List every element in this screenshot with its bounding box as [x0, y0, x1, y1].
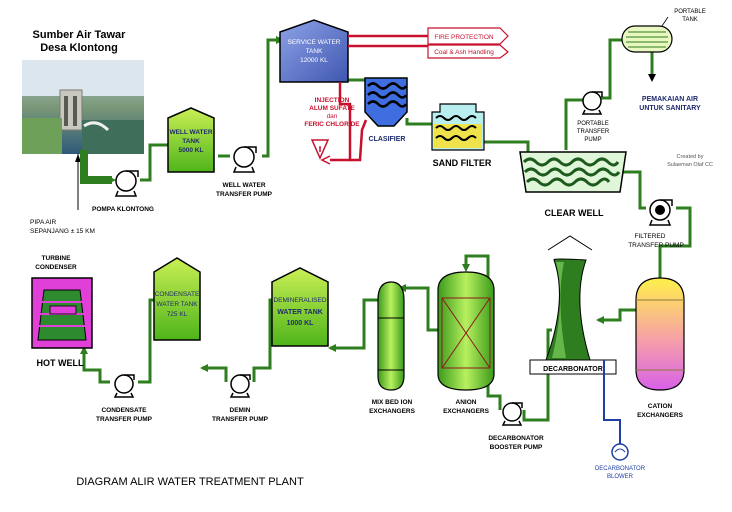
demin-pump-label-1: DEMIN [230, 407, 251, 414]
fire-protection-label: FIRE PROTECTION [434, 34, 494, 41]
mixbed-label-1: MIX BED ION [372, 399, 413, 406]
clear-well-tank [519, 151, 627, 193]
coal-ash-box [427, 44, 509, 59]
pipe-label-1: PIPA AIR [30, 219, 57, 226]
sand-filter-tank [431, 103, 485, 151]
source-photo [22, 60, 144, 154]
well-pump-label-2: TRANSFER PUMP [216, 191, 273, 198]
pemakaian-label-1: PEMAKAIAN AIR [642, 96, 698, 103]
well-pump-label-1: WELL WATER [222, 182, 265, 189]
portable-pump [581, 91, 603, 115]
arrow-anion [462, 264, 470, 272]
portable-pump-label-1: PORTABLE [577, 121, 608, 127]
condensate-water-tank [153, 257, 201, 341]
cation-exchanger [635, 277, 685, 391]
green-pipes [80, 38, 692, 422]
well-tank-label-3: 5000 KL [179, 147, 204, 154]
decarb-booster-pump [501, 402, 523, 426]
service-tank-label-2: TANK [306, 48, 324, 55]
injection-arrow [320, 155, 331, 165]
turbine-label-2: CONDENSER [35, 264, 77, 271]
well-tank [167, 107, 215, 173]
source-title-1: Sumber Air Tawar [33, 29, 127, 41]
diagram-title: DIAGRAM ALIR WATER TREATMENT PLANT [76, 476, 304, 488]
source-marker-arrow [75, 154, 81, 162]
cond-tank-label-1: CONDENSATE [155, 291, 200, 298]
demin-pump-label-2: TRANSFER PUMP [212, 416, 269, 423]
injection-to-clarifier [350, 119, 368, 162]
clear-well-label: CLEAR WELL [545, 208, 604, 218]
hot-well-label: HOT WELL [37, 358, 84, 368]
filtered-transfer-pump [648, 199, 673, 226]
decarbonator-blower [611, 443, 629, 461]
injection-dosing-icon [310, 139, 330, 160]
arrow-demin-tank [328, 344, 336, 352]
decarbonator-tower [545, 235, 593, 361]
sand-filter-label: SAND FILTER [433, 158, 492, 168]
service-tank-label-1: SERVICE WATER [288, 39, 341, 46]
demin-tank-label-2: WATER TANK [277, 309, 323, 316]
portable-tank [621, 25, 673, 53]
pompa-klontong-label: POMPA KLONTONG [92, 206, 154, 213]
portable-pump-label-3: PUMP [584, 137, 601, 143]
anion-exchanger [437, 271, 495, 391]
portable-pump-label-2: TRANSFER [577, 129, 610, 135]
well-tank-label-1: WELL WATER [169, 129, 212, 136]
injection-label-1: INJECTION [315, 97, 350, 104]
turbine-condenser [31, 277, 93, 349]
arrow-decarb [596, 316, 604, 324]
red-pipes [330, 34, 428, 162]
cond-pump-label-1: CONDENSATE [101, 407, 147, 414]
decarbonator-nameplate [529, 359, 617, 375]
cation-label-1: CATION [648, 403, 673, 410]
demin-water-tank [271, 267, 329, 347]
decarb-blower-label-1: DECARBONATOR [595, 466, 646, 472]
cond-tank-label-3: 725 KL [167, 311, 188, 318]
demin-transfer-pump [229, 374, 251, 398]
service-tank-label-3: 12000 KL [300, 57, 328, 64]
pipe-label-2: SEPANJANG ± 15 KM [30, 228, 95, 235]
pompa-klontong-pump [114, 170, 139, 197]
clarifier-label: CLASIFIER [369, 136, 406, 143]
portable-tank-pointer [661, 16, 669, 27]
coal-ash-label: Coal & Ash Handling [434, 49, 494, 56]
filtered-pump-label-1: FILTERED [635, 233, 666, 240]
anion-label-1: ANION [456, 399, 477, 406]
arrow-sanitary [648, 74, 656, 82]
well-tank-label-2: TANK [182, 138, 200, 145]
demin-tank-label-3: 1000 KL [287, 320, 315, 327]
turbine-label-1: TURBINE [42, 255, 72, 262]
clarifier-tank [364, 77, 408, 127]
cond-tank-label-2: WATER TANK [156, 301, 198, 308]
anion-label-2: EXCHANGERS [443, 408, 490, 415]
mixbed-label-2: EXCHANGERS [369, 408, 416, 415]
filtered-pump-label-2: TRANSFER PUMP [628, 242, 684, 249]
portable-tank-label-1: PORTABLE [674, 9, 705, 15]
pemakaian-label-2: UNTUK SANITARY [639, 105, 701, 112]
decarbonator-label: DECARBONATOR [543, 366, 603, 373]
arrow-klontong [108, 176, 116, 184]
fire-protection-box [427, 27, 509, 45]
condensate-transfer-pump [113, 374, 135, 398]
injection-label-4: FERIC CHLORIDE [304, 121, 360, 128]
credit-label-1: Created by [677, 154, 704, 160]
arrow-hotwell [80, 346, 88, 354]
portable-tank-label-2: TANK [682, 17, 698, 23]
arrow-cond-tank [200, 364, 208, 372]
demin-tank-label-1: DEMINERALISED [273, 297, 326, 304]
decarb-blower-label-2: BLOWER [607, 474, 634, 480]
cond-pump-label-2: TRANSFER PUMP [96, 416, 153, 423]
decarb-air-line [603, 360, 621, 450]
well-water-pump [232, 146, 257, 173]
injection-label-3: dan [327, 113, 338, 120]
decarb-booster-label-2: BOOSTER PUMP [490, 444, 543, 451]
cation-label-2: EXCHANGERS [637, 412, 684, 419]
injection-label-2: ALUM SUFATE [309, 105, 355, 112]
source-title-2: Desa Klontong [40, 42, 118, 54]
mixbed-exchanger [377, 281, 405, 391]
credit-label-2: Sulaeman Olaf CC [667, 162, 713, 168]
service-water-tank [279, 19, 349, 83]
decarb-booster-label-1: DECARBONATOR [488, 435, 544, 442]
